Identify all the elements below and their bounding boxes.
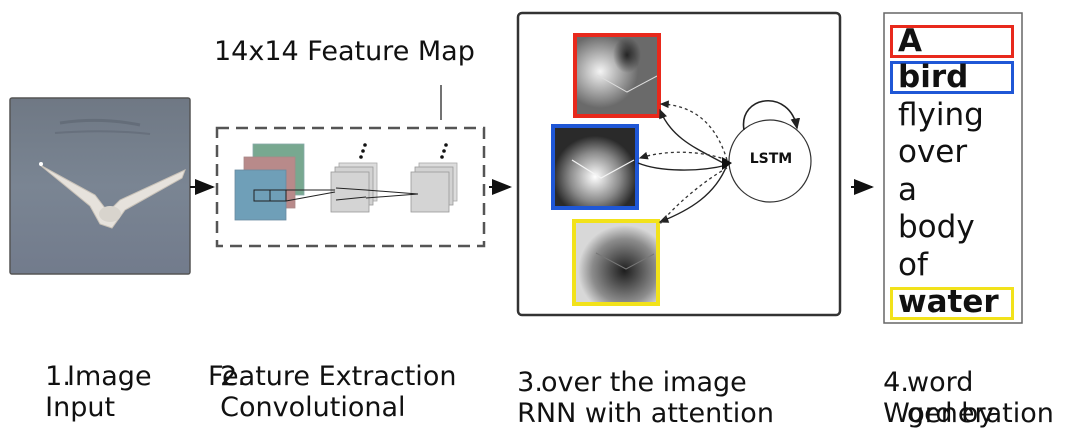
step-4-caption-line2: word — [907, 367, 974, 398]
step-line: RNN with attention — [517, 398, 774, 429]
step-line: Convolutional — [220, 392, 406, 423]
attention-map-blue — [551, 124, 639, 210]
bird-icon — [39, 162, 186, 229]
attention-arrows — [637, 100, 732, 225]
caption-word-list: A bird flying over a body of water — [884, 22, 1022, 322]
caption-word: a — [898, 172, 917, 208]
step-2-caption-line2: Feature Extraction — [208, 361, 457, 392]
step-3-caption: 3. RNN with attention — [500, 336, 774, 429]
cnn-feature-extractor — [215, 85, 486, 248]
step-4-caption: 4. Word by — [866, 336, 994, 429]
word-highlight-blue — [890, 61, 1014, 94]
step-1-caption: 1. Input — [28, 330, 115, 423]
caption-box — [883, 12, 1023, 324]
step-4-caption-line3: generation — [907, 398, 1054, 429]
caption-word: of — [898, 247, 928, 283]
channel-blue — [234, 169, 287, 221]
step-3-caption-line2: over the image — [541, 367, 747, 398]
conv-layer-2 — [410, 171, 450, 213]
step-number: 3. — [517, 367, 543, 398]
feature-map-label: 14x14 Feature Map — [214, 36, 475, 67]
lstm-label: LSTM — [749, 151, 793, 167]
step-number: 1. — [45, 361, 71, 392]
caption-word: A — [898, 23, 922, 59]
step-number: 4. — [883, 367, 909, 398]
step-1-caption-line2: Image — [67, 361, 152, 392]
step-2-caption: 2. Convolutional — [203, 330, 406, 423]
step-line: Word by — [883, 398, 995, 429]
attention-map-yellow — [572, 219, 660, 306]
caption-word: body — [898, 209, 975, 245]
caption-word: water — [898, 284, 999, 320]
rnn-attention-panel — [516, 11, 842, 317]
lstm-node — [728, 100, 812, 203]
step-line: Input — [45, 392, 116, 423]
caption-word: flying — [898, 97, 984, 133]
caption-word: over — [898, 134, 968, 170]
recurrent-loop-arrow — [742, 100, 801, 131]
caption-word: bird — [898, 59, 969, 95]
conv-layer-1 — [330, 171, 370, 213]
word-highlight-red — [890, 25, 1014, 58]
word-highlight-yellow — [890, 287, 1014, 320]
step-number: 2. — [220, 361, 246, 392]
input-image — [9, 97, 191, 275]
attention-map-red — [573, 33, 661, 118]
